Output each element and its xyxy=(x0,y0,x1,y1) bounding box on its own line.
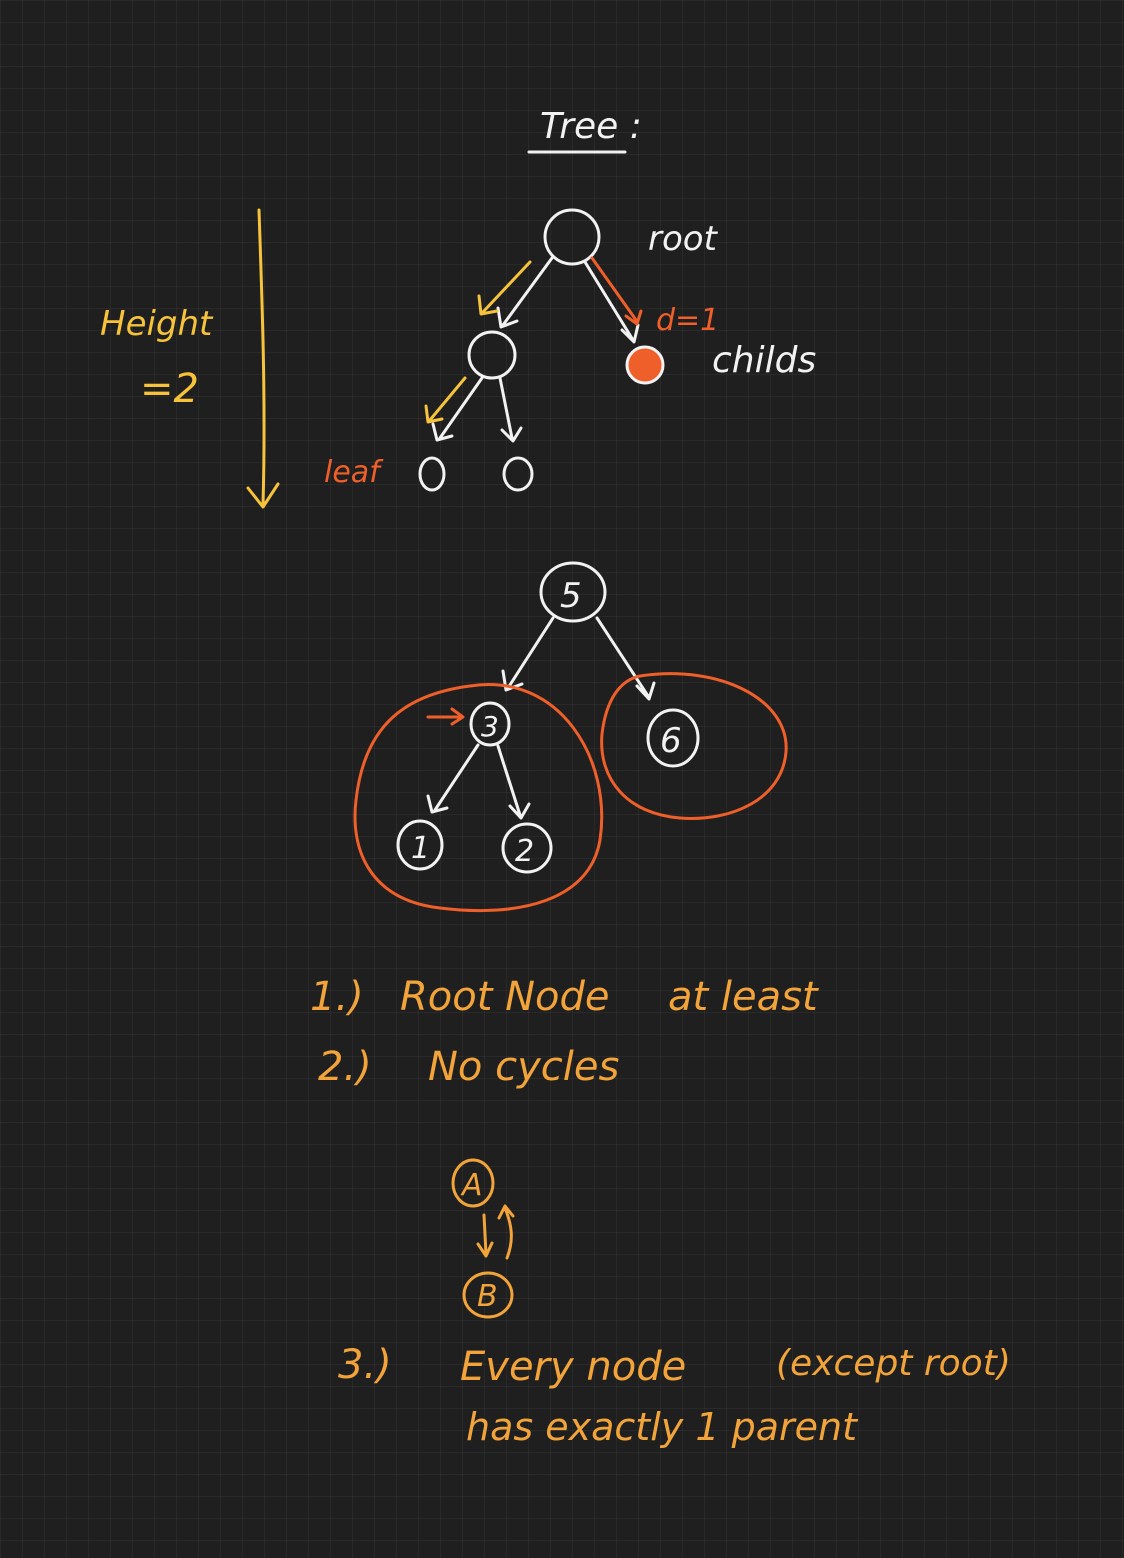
traversal-arrow-yellow-2 xyxy=(424,376,467,424)
depth-label: d=1 xyxy=(656,303,719,338)
child-node-right xyxy=(625,345,665,385)
rule3-line1-a: Every node xyxy=(460,1344,686,1390)
tree-diagram-numbered: 5 3 6 1 2 xyxy=(353,561,788,913)
height-label: Height xyxy=(100,304,214,344)
edge-root-right xyxy=(583,260,640,344)
rule1-text: Root Node xyxy=(400,974,610,1020)
root-node xyxy=(543,208,601,266)
rule1-number: 1.) xyxy=(310,974,364,1020)
tree-diagram-basic: Height =2 root d=1 childs leaf xyxy=(100,208,816,509)
leaf-node-b xyxy=(502,456,534,492)
depth-arrow xyxy=(590,256,643,326)
cycle-node-b xyxy=(462,1271,514,1319)
edge-root-left xyxy=(496,256,554,329)
subtree-highlight-left xyxy=(353,683,604,913)
node-1-label: 1 xyxy=(411,831,430,866)
cycle-node-a xyxy=(451,1158,495,1208)
rule3-line2: has exactly 1 parent xyxy=(466,1405,859,1449)
traversal-arrow-yellow-1 xyxy=(477,260,532,316)
rule2-text: No cycles xyxy=(428,1044,619,1090)
node-1 xyxy=(396,819,444,871)
tree-rules: 1.) Root Node at least 2.) No cycles A B… xyxy=(310,974,1011,1449)
node-3-label: 3 xyxy=(481,710,499,743)
child-node-left xyxy=(467,330,517,380)
node-5 xyxy=(539,561,607,623)
node-6-label: 6 xyxy=(660,721,682,761)
page-title: Tree : xyxy=(540,106,642,147)
cycle-arrow-down xyxy=(476,1213,494,1258)
height-arrow xyxy=(246,208,280,509)
node-3 xyxy=(469,701,511,747)
node-2-label: 2 xyxy=(515,834,534,869)
subtree-highlight-right xyxy=(600,672,788,820)
edge-3-1 xyxy=(426,743,480,814)
edge-left-leafB xyxy=(498,376,523,443)
edge-3-2 xyxy=(496,744,531,820)
leaf-node-a xyxy=(418,456,446,492)
cycle-arrow-up xyxy=(497,1204,515,1260)
pointer-arrow-3 xyxy=(426,707,465,726)
cycle-node-a-label: A xyxy=(460,1168,483,1203)
edge-5-3 xyxy=(501,616,555,692)
node-2 xyxy=(501,822,553,874)
root-label: root xyxy=(648,219,719,259)
rule3-number: 3.) xyxy=(338,1342,392,1388)
edge-left-leafA xyxy=(431,376,484,442)
cycle-node-b-label: B xyxy=(477,1279,498,1314)
edge-5-6 xyxy=(595,616,656,701)
childs-label: childs xyxy=(712,340,816,381)
leaf-label: leaf xyxy=(324,455,384,490)
node-5-label: 5 xyxy=(560,576,582,616)
rule2-number: 2.) xyxy=(318,1044,372,1090)
rule1-suffix: at least xyxy=(668,974,819,1020)
node-6 xyxy=(646,708,700,768)
height-value: =2 xyxy=(140,366,199,412)
rule3-line1-b: (except root) xyxy=(776,1343,1011,1384)
